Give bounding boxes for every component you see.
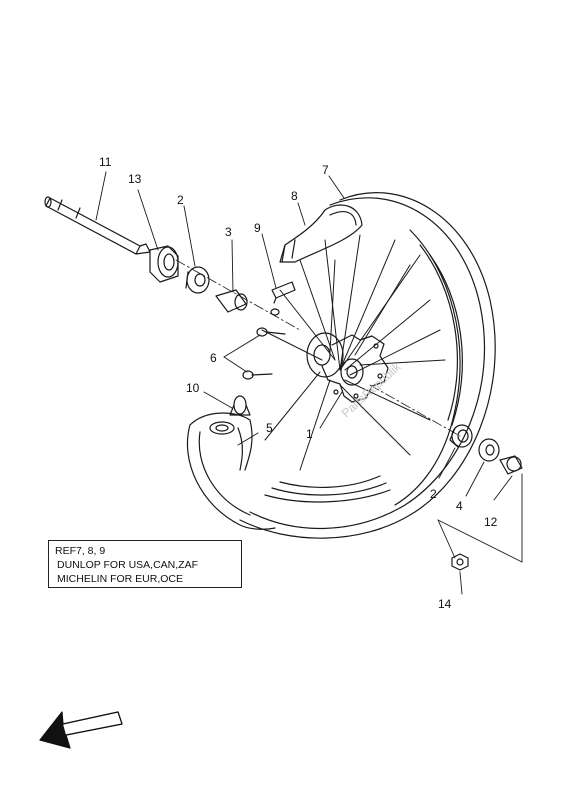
callout-3: 3 (225, 225, 232, 239)
inner-tube (186, 412, 276, 530)
callout-1: 1 (306, 427, 313, 441)
spacer-12-part (499, 455, 523, 475)
tire-outline (239, 192, 496, 539)
collar-part (149, 245, 179, 283)
callout-13: 13 (128, 172, 142, 186)
callout-2-right: 2 (430, 487, 437, 501)
reference-note-box: REF7, 8, 9 DUNLOP FOR USA,CAN,ZAF MICHEL… (48, 540, 242, 588)
rim-band (279, 204, 363, 263)
callout-10: 10 (186, 381, 200, 395)
callout-7: 7 (322, 163, 329, 177)
axis-lines (175, 259, 461, 437)
callout-14: 14 (438, 597, 452, 611)
wheel-hub (306, 332, 389, 403)
spacer-part (215, 289, 248, 313)
valve-part (209, 395, 251, 435)
axle-shaft (44, 196, 151, 255)
spokes (261, 234, 446, 471)
note-line-1: REF7, 8, 9 (55, 545, 106, 557)
front-direction-arrow-icon (39, 711, 123, 749)
callout-11: 11 (99, 155, 112, 169)
callout-6: 6 (210, 351, 217, 365)
callout-labels: 11 13 2 3 9 8 7 6 10 5 1 2 4 12 14 (99, 155, 498, 611)
nut-part (451, 553, 469, 571)
callout-5: 5 (266, 421, 273, 435)
washer-part (478, 438, 500, 462)
leader-lines (95, 171, 513, 501)
note-line-2: DUNLOP FOR USA,CAN,ZAF (57, 559, 198, 571)
bearing-left (185, 266, 210, 294)
callout-12: 12 (484, 515, 498, 529)
callout-2: 2 (177, 193, 184, 207)
callout-8: 8 (291, 189, 298, 203)
callout-4: 4 (456, 499, 463, 513)
note-line-3: MICHELIN FOR EUR,OCE (57, 573, 184, 585)
bolt-parts (242, 308, 286, 380)
valve-stem (271, 281, 296, 304)
callout-9: 9 (254, 221, 261, 235)
bracket-lines (437, 473, 523, 595)
